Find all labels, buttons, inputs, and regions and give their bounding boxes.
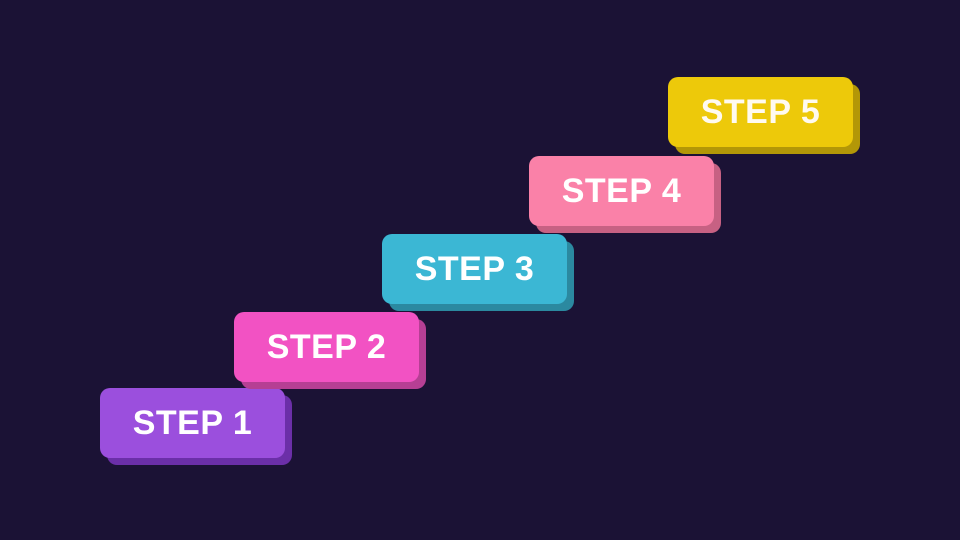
- step-box-3[interactable]: STEP 3: [382, 234, 567, 304]
- step-label-1: STEP 1: [132, 404, 253, 442]
- step-box-2[interactable]: STEP 2: [234, 312, 419, 382]
- step-box-1[interactable]: STEP 1: [100, 388, 285, 458]
- step-label-5: STEP 5: [700, 93, 821, 131]
- step-box-4[interactable]: STEP 4: [529, 156, 714, 226]
- step-label-2: STEP 2: [266, 328, 387, 366]
- step-label-3: STEP 3: [414, 250, 535, 288]
- step-label-4: STEP 4: [561, 172, 682, 210]
- step-box-5[interactable]: STEP 5: [668, 77, 853, 147]
